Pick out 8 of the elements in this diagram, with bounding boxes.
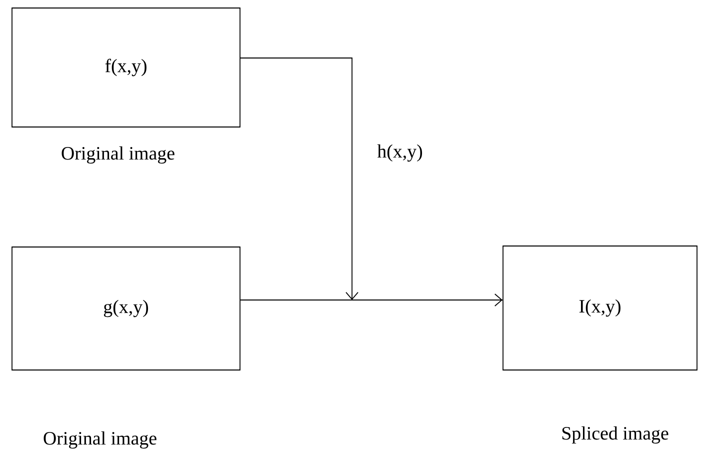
arrow [240, 294, 503, 306]
process-box: I(x,y) [502, 246, 698, 370]
process-box: g(x,y) [12, 246, 240, 370]
caption-text: Spliced image [562, 426, 668, 444]
edge-label: h(x,y) [376, 143, 424, 163]
caption-text: Original image [62, 146, 174, 164]
caption-text: Original image [44, 431, 156, 449]
process-box: f(x,y) [12, 8, 240, 128]
